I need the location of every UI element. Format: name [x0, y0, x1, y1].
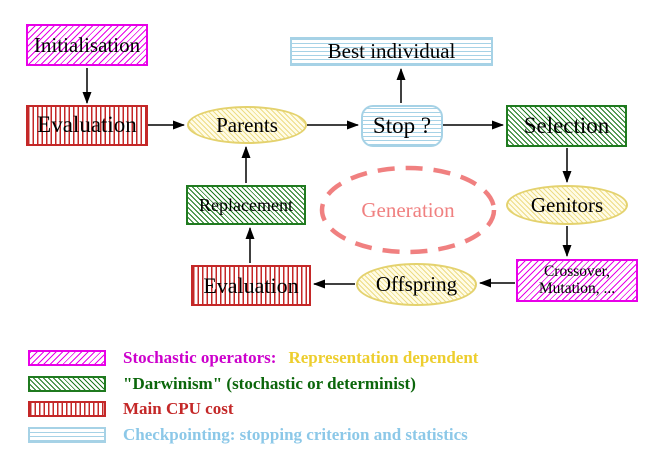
generation-label: Generation	[361, 197, 455, 222]
node-replacement: Replacement	[186, 185, 306, 225]
legend-row-cpu-cost: Main CPU cost	[28, 399, 233, 419]
legend-label-darwinism: "Darwinism" (stochastic or determinist)	[123, 374, 416, 393]
legend-row-darwinism: "Darwinism" (stochastic or determinist)	[28, 374, 416, 394]
node-best-individual: Best individual	[290, 37, 493, 66]
node-parents: Parents	[187, 106, 307, 144]
legend-swatch-green-hatch	[28, 376, 106, 392]
node-genitors: Genitors	[506, 185, 628, 225]
crossover-line2: Mutation, ...	[538, 279, 616, 297]
legend-row-stochastic: Stochastic operators: Representation dep…	[28, 348, 478, 368]
legend-label-cpu-cost: Main CPU cost	[123, 399, 234, 418]
crossover-line1: Crossover,	[543, 263, 611, 281]
legend-swatch-red-stripes	[28, 401, 106, 417]
node-stop: Stop ?	[361, 105, 443, 147]
legend-label-checkpointing: Checkpointing: stopping criterion and st…	[123, 425, 468, 444]
node-selection: Selection	[506, 105, 627, 147]
legend-label-stochastic: Stochastic operators:	[123, 348, 277, 367]
node-crossover-mutation: Crossover, Mutation, ...	[516, 259, 638, 302]
legend-label-representation: Representation dependent	[288, 348, 479, 367]
node-evaluation-top: Evaluation	[26, 105, 148, 146]
legend-swatch-blue-stripes	[28, 427, 106, 443]
node-initialisation: Initialisation	[26, 24, 148, 66]
legend-swatch-magenta-hatch	[28, 350, 106, 366]
node-evaluation-bottom: Evaluation	[191, 265, 311, 306]
node-offspring: Offspring	[356, 263, 477, 306]
legend-row-checkpointing: Checkpointing: stopping criterion and st…	[28, 425, 468, 445]
